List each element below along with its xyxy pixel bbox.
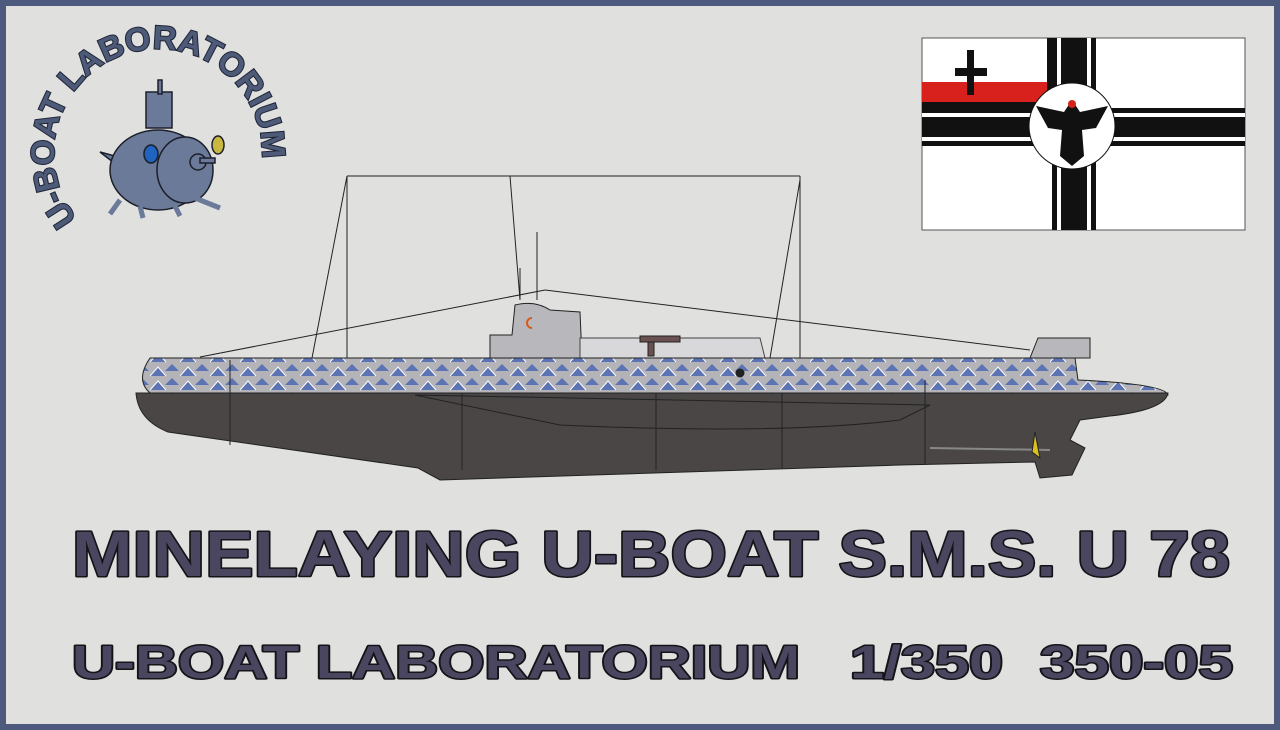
scale-label: 1/350 [850,636,1003,688]
imperial-german-naval-ensign-icon [921,37,1246,231]
product-code: 350-05 [1040,636,1233,688]
maker-name: U-BOAT LABORATORIUM [72,636,800,688]
submarine-mascot-icon [99,79,225,219]
submarine-side-profile [135,175,1169,481]
product-title: MINELAYING U-BOAT S.M.S. U 78 [72,518,1230,590]
